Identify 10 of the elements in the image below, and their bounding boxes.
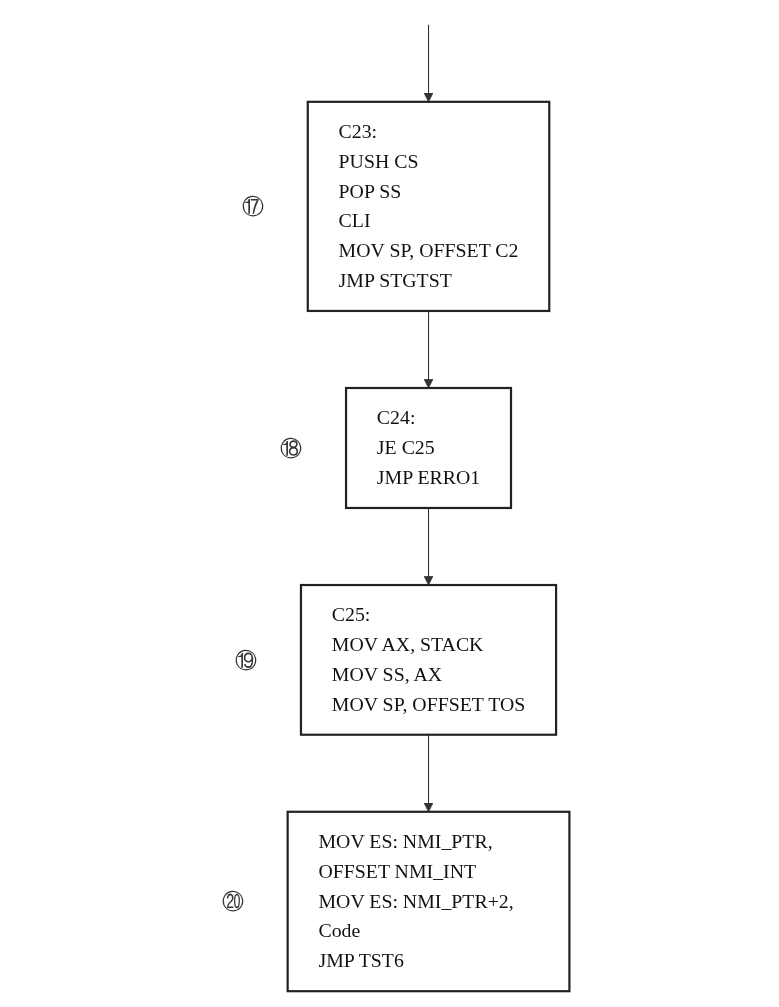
- process-box: C24: JE C25 JMP ERRO1: [344, 386, 512, 510]
- arrow: [423, 310, 433, 389]
- arrow: [423, 507, 433, 586]
- callout-number: ⑱: [279, 435, 302, 461]
- process-box: MOV ES: NMI_PTR, OFFSET NMI_INT MOV ES: NMI_PTR+2, Code JMP TST6: [286, 810, 570, 993]
- callout-number: ⑲: [234, 647, 257, 673]
- callout-number: ⑰: [241, 194, 264, 220]
- process-box: C25: MOV AX, STACK MOV SS, AX MOV SP, OFFSET TOS: [299, 583, 557, 736]
- process-box: C23: PUSH CS POP SS CLI MOV SP, OFFSET C2 JMP STGTST: [306, 100, 550, 313]
- callout-number: ⑳: [221, 889, 244, 915]
